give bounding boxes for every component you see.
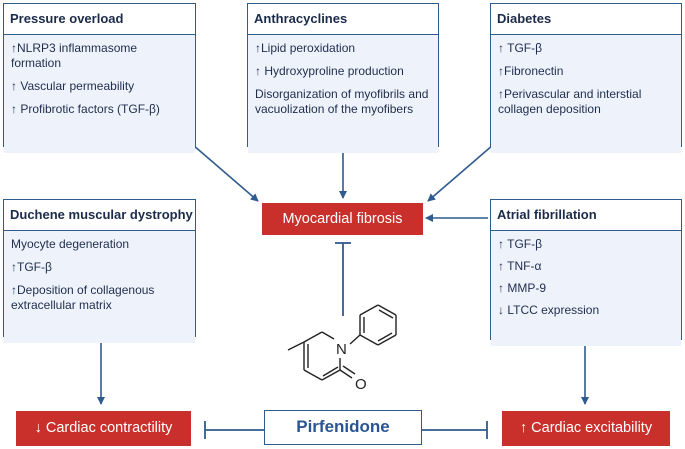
list-item: ↑Fibronectin (498, 64, 564, 78)
inhibition-to-excitability (422, 421, 488, 439)
pirfenidone-structure (287, 304, 397, 381)
list-item: Disorganization of myofibrils and vacuol… (255, 87, 429, 116)
diabetes-title: Diabetes (491, 4, 681, 35)
inhibition-to-contractility (204, 421, 264, 439)
atrial-fibrillation-box: Atrial fibrillation ↑ TGF-β ↑ TNF-α ↑ MM… (490, 199, 682, 346)
cardiac-contractility-badge: ↓ Cardiac contractility (16, 411, 191, 446)
arrow-pressure-to-fibrosis (192, 144, 259, 202)
pirfenidone-box: Pirfenidone (264, 410, 422, 445)
list-item: ↑ TNF-α (498, 259, 542, 273)
myocardial-fibrosis-badge: Myocardial fibrosis (262, 203, 423, 235)
duchene-list: Myocyte degeneration ↑TGF-β ↑Deposition … (4, 231, 195, 343)
atom-oxygen: O (355, 376, 367, 393)
pressure-overload-title: Pressure overload (4, 4, 195, 35)
anthracyclines-box: Anthracyclines ↑Lipid peroxidation ↑ Hyd… (247, 3, 439, 153)
atrial-fibrillation-list: ↑ TGF-β ↑ TNF-α ↑ MMP-9 ↓ LTCC expressio… (491, 231, 681, 346)
list-item: ↑Perivascular and interstial collagen de… (498, 87, 642, 116)
pressure-overload-list: ↑NLRP3 inflammasome formation ↑ Vascular… (4, 35, 195, 153)
list-item: ↑ Hydroxyproline production (255, 64, 404, 78)
anthracyclines-list: ↑Lipid peroxidation ↑ Hydroxyproline pro… (248, 35, 438, 153)
diabetes-box: Diabetes ↑ TGF-β ↑Fibronectin ↑Perivascu… (490, 3, 682, 153)
pressure-overload-box: Pressure overload ↑NLRP3 inflammasome fo… (3, 3, 196, 153)
list-item: ↑ Vascular permeability (11, 79, 135, 93)
list-item: ↑Lipid peroxidation (255, 41, 356, 55)
list-item: Myocyte degeneration (11, 237, 130, 251)
list-item: ↑ TGF-β (498, 41, 543, 55)
arrow-diabetes-to-fibrosis (427, 144, 494, 202)
anthracyclines-title: Anthracyclines (248, 4, 438, 35)
list-item: ↑TGF-β (11, 260, 52, 274)
diabetes-list: ↑ TGF-β ↑Fibronectin ↑Perivascular and i… (491, 35, 681, 153)
list-item: ↑ MMP-9 (498, 281, 546, 295)
list-item: ↓ LTCC expression (498, 303, 600, 317)
list-item: ↑Deposition of collagenous extracellular… (11, 283, 155, 312)
duchene-title: Duchene muscular dystrophy (4, 200, 195, 231)
atom-nitrogen: N (336, 341, 347, 358)
cardiac-excitability-badge: ↑ Cardiac excitability (502, 411, 670, 446)
list-item: ↑NLRP3 inflammasome formation (11, 41, 138, 70)
list-item: ↑ TGF-β (498, 237, 543, 251)
inhibition-to-fibrosis (335, 242, 351, 316)
atrial-fibrillation-title: Atrial fibrillation (491, 200, 681, 231)
list-item: ↑ Profibrotic factors (TGF-β) (11, 102, 160, 116)
duchene-box: Duchene muscular dystrophy Myocyte degen… (3, 199, 196, 343)
